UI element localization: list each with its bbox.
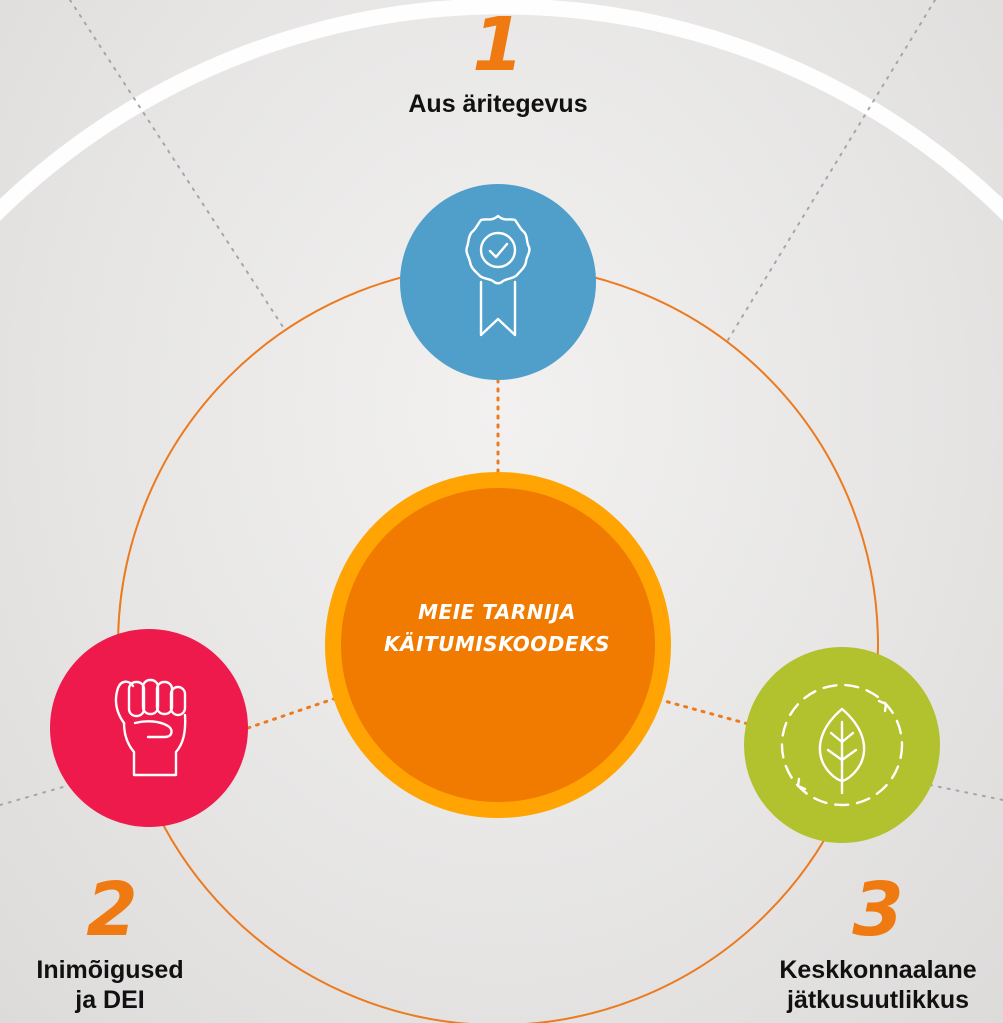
pillar-1-node bbox=[400, 184, 596, 380]
radial-line-right bbox=[929, 784, 1003, 801]
pillar-1-number: 1 bbox=[472, 2, 524, 88]
center-title-line-2: KÄITUMISKOODEKS bbox=[384, 632, 610, 656]
radial-guide-lines bbox=[0, 0, 1003, 806]
pillar-1-circle bbox=[400, 184, 596, 380]
connector-right bbox=[648, 695, 754, 727]
leaf-cycle-icon bbox=[780, 683, 904, 807]
radial-line-top-right bbox=[727, 0, 936, 341]
background-arc bbox=[0, 0, 1003, 222]
center-title-line-1: MEIE TARNIJA bbox=[418, 600, 576, 624]
connector-lines bbox=[246, 378, 754, 730]
pillar-3-label-line-1: Keskkonnaalane bbox=[779, 956, 977, 984]
raised-fist-icon bbox=[114, 678, 187, 777]
pillar-2-label-line-2: ja DEI bbox=[75, 986, 145, 1014]
pillar-1-label: Aus äritegevus bbox=[348, 89, 648, 119]
radial-line-left bbox=[0, 784, 71, 806]
pillar-3-node bbox=[744, 647, 940, 843]
pillar-3-label-line-2: jätkusuutlikkus bbox=[787, 986, 969, 1014]
center-circle bbox=[325, 472, 671, 818]
radial-line-top-left bbox=[69, 0, 286, 331]
pillar-2-number: 2 bbox=[86, 867, 138, 953]
award-ribbon-icon bbox=[465, 214, 531, 337]
pillar-3-number: 3 bbox=[852, 867, 904, 953]
pillar-3-label: Keskkonnaalane jätkusuutlikkus bbox=[758, 955, 998, 1015]
pillar-1-label-line-1: Aus äritegevus bbox=[408, 90, 588, 118]
pillar-2-node bbox=[50, 629, 248, 827]
center-title: MEIE TARNIJA KÄITUMISKOODEKS bbox=[330, 596, 664, 660]
pillar-2-label: Inimõigused ja DEI bbox=[5, 955, 215, 1015]
pillar-2-circle bbox=[50, 629, 248, 827]
pillar-2-label-line-1: Inimõigused bbox=[36, 956, 184, 984]
connector-left bbox=[246, 693, 347, 730]
